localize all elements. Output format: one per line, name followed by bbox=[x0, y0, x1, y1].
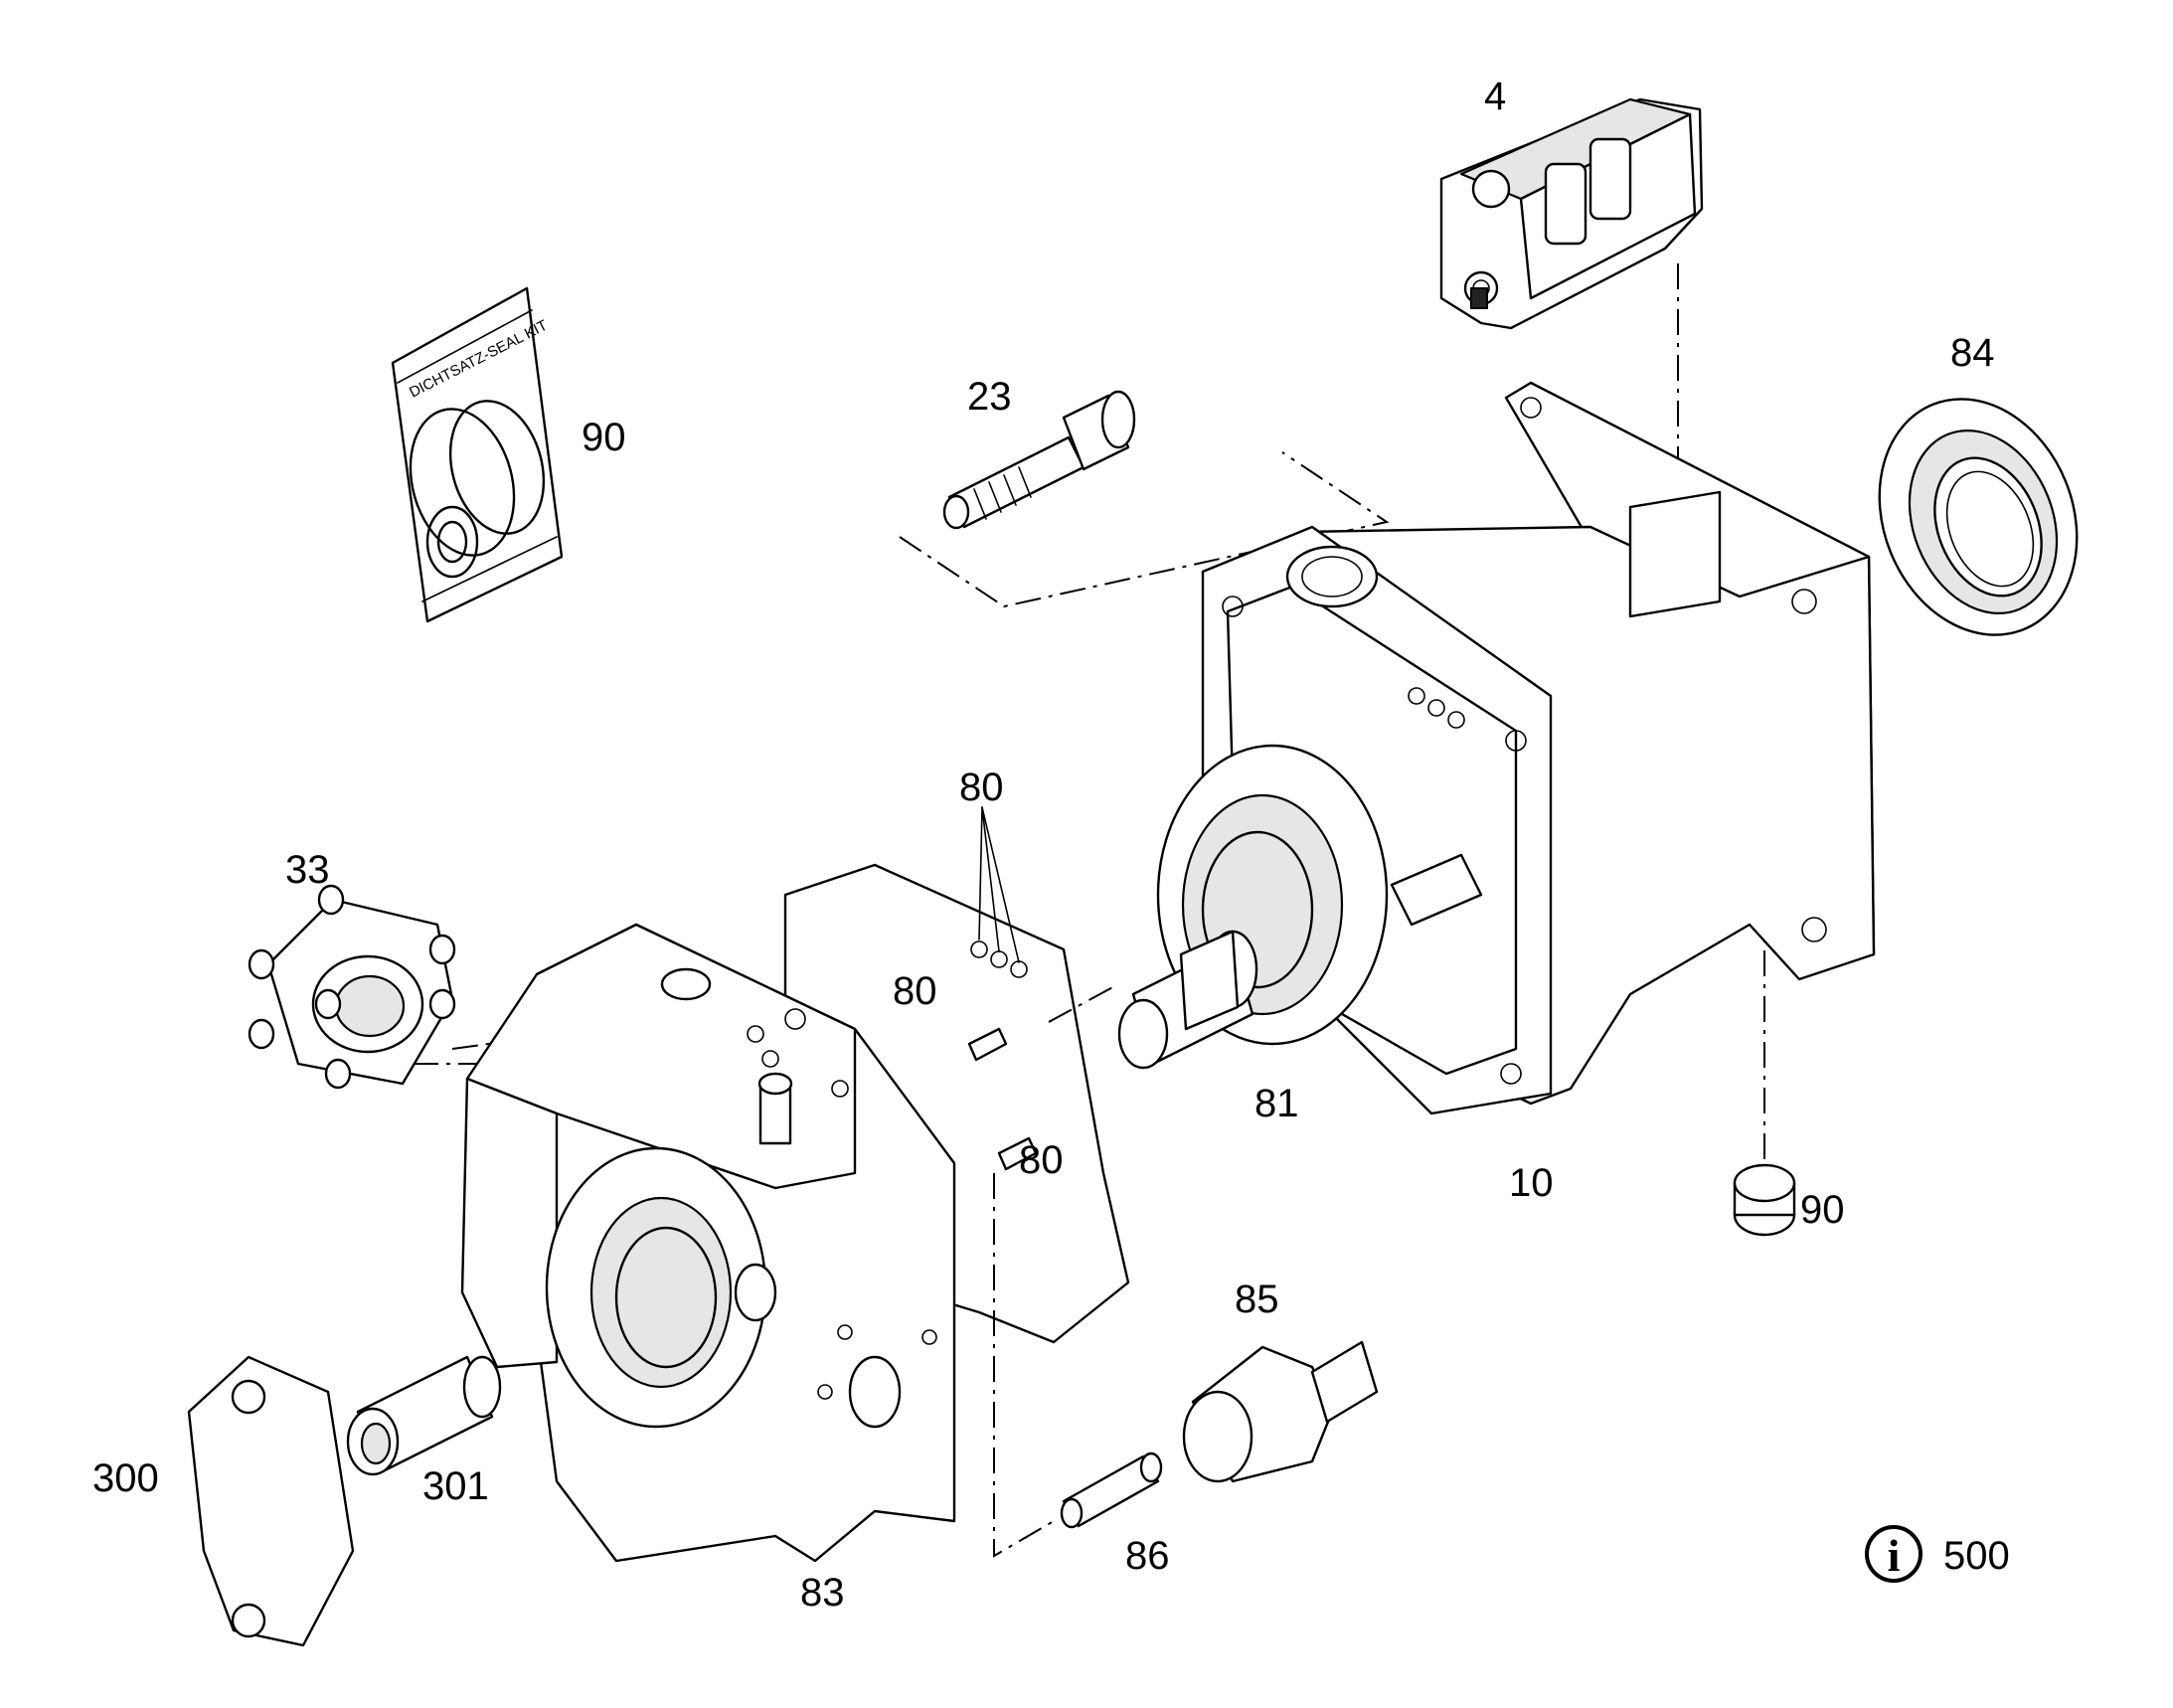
label-part-300: 300 bbox=[92, 1456, 159, 1500]
plug-part bbox=[1733, 1163, 1796, 1237]
part-number-labels: 4 84 23 90 80 80 80 33 81 10 90 85 300 3… bbox=[92, 75, 2010, 1615]
label-part-83: 83 bbox=[800, 1571, 845, 1615]
nozzle-part bbox=[1060, 1452, 1163, 1529]
flange-part bbox=[248, 884, 456, 1090]
label-part-10: 10 bbox=[1509, 1161, 1554, 1205]
port-plate-part bbox=[460, 923, 956, 1563]
label-part-81: 81 bbox=[1254, 1082, 1299, 1125]
seal-kit-bag-part: DICHTSATZ-SEAL KIT bbox=[391, 286, 564, 623]
label-part-86: 86 bbox=[1125, 1534, 1170, 1578]
label-part-4: 4 bbox=[1484, 75, 1506, 118]
socket-head-screw-part bbox=[942, 390, 1136, 530]
label-part-90-plug: 90 bbox=[1800, 1188, 1845, 1232]
label-part-80-top: 80 bbox=[959, 766, 1004, 809]
info-icon-glyph: i bbox=[1888, 1530, 1901, 1581]
info-icon: i bbox=[1865, 1525, 1922, 1583]
control-valve-part bbox=[1439, 97, 1704, 330]
label-part-500: 500 bbox=[1943, 1534, 2010, 1578]
label-part-33: 33 bbox=[285, 848, 330, 892]
label-part-84: 84 bbox=[1950, 331, 1995, 375]
label-part-80-middle: 80 bbox=[893, 969, 937, 1013]
label-part-80-lower: 80 bbox=[1019, 1138, 1064, 1182]
cover-plate-part bbox=[187, 1355, 355, 1647]
bushing-part bbox=[346, 1355, 502, 1476]
shaft-seal-ring-part bbox=[1878, 398, 2079, 636]
label-part-90-seal-kit: 90 bbox=[582, 416, 626, 459]
label-part-85: 85 bbox=[1235, 1278, 1279, 1321]
cartridge-part bbox=[1182, 1340, 1379, 1483]
label-part-23: 23 bbox=[967, 375, 1012, 419]
label-part-301: 301 bbox=[422, 1464, 489, 1508]
pump-housing-part bbox=[1117, 381, 1876, 1115]
